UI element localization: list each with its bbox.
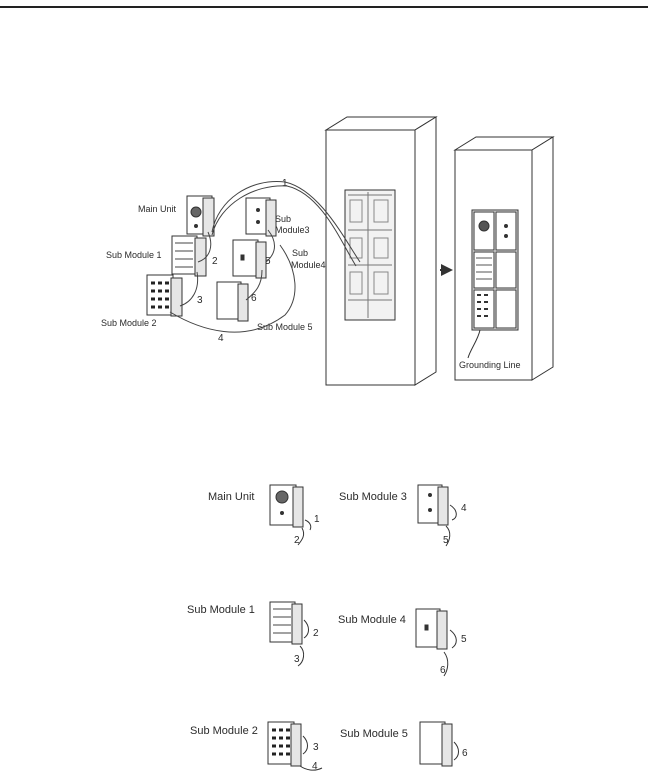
sub-module-3-unit (245, 197, 277, 237)
cable-number-2: 2 (212, 256, 218, 267)
detail-label-sub-module-2: Sub Module 2 (190, 725, 258, 737)
cable-number-4: 4 (218, 333, 224, 344)
detail-label-sub-module-5: Sub Module 5 (340, 728, 408, 740)
wall-panel-before (324, 116, 438, 386)
detail-number-sm4-5: 5 (461, 634, 467, 645)
sub-module-5-unit (216, 281, 249, 322)
detail-number-main-1: 1 (314, 514, 320, 525)
sub-module-4-detail (415, 608, 457, 677)
detail-number-sm1-3: 3 (294, 654, 300, 665)
detail-number-sm2-4: 4 (312, 761, 318, 772)
detail-number-sm3-5: 5 (443, 535, 449, 546)
detail-number-sm2-3: 3 (313, 742, 319, 753)
main-unit-module (186, 195, 215, 237)
label-sub-module-3-b: Module3 (275, 225, 310, 235)
detail-number-sm1-2: 2 (313, 628, 319, 639)
sub-module-1-detail (269, 601, 309, 667)
sub-module-5-detail (419, 721, 459, 767)
detail-label-sub-module-3: Sub Module 3 (339, 491, 407, 503)
cable-number-5: 5 (265, 256, 271, 267)
label-sub-module-4-a: Sub (292, 248, 308, 258)
wall-panel-after (453, 136, 555, 381)
cable-lines (169, 181, 361, 333)
label-sub-module-3-a: Sub (275, 214, 291, 224)
detail-number-sm5-6: 6 (462, 748, 468, 759)
sub-module-2-detail (267, 721, 323, 771)
main-unit-module-detail (269, 484, 312, 546)
label-main-unit: Main Unit (138, 204, 177, 214)
detail-number-main-2: 2 (294, 535, 300, 546)
detail-label-sub-module-1: Sub Module 1 (187, 604, 255, 616)
detail-number-sm3-4: 4 (461, 503, 467, 514)
cable-number-6: 6 (251, 293, 257, 304)
label-sub-module-5: Sub Module 5 (257, 322, 313, 332)
detail-number-sm4-6: 6 (440, 665, 446, 676)
detail-label-sub-module-4: Sub Module 4 (338, 614, 406, 626)
label-sub-module-1: Sub Module 1 (106, 250, 162, 260)
page-top-rule (0, 6, 648, 8)
cable-number-3: 3 (197, 295, 203, 306)
sub-module-2-unit (146, 274, 183, 317)
sub-module-1-unit (171, 235, 207, 277)
label-grounding-line: Grounding Line (459, 360, 521, 370)
sub-module-3-detail (417, 484, 457, 547)
label-sub-module-4-b: Module4 (291, 260, 326, 270)
label-sub-module-2: Sub Module 2 (101, 318, 157, 328)
cable-number-1: 1 (282, 178, 288, 189)
detail-label-main-unit: Main Unit (208, 491, 254, 503)
sub-module-4-unit (232, 239, 267, 279)
